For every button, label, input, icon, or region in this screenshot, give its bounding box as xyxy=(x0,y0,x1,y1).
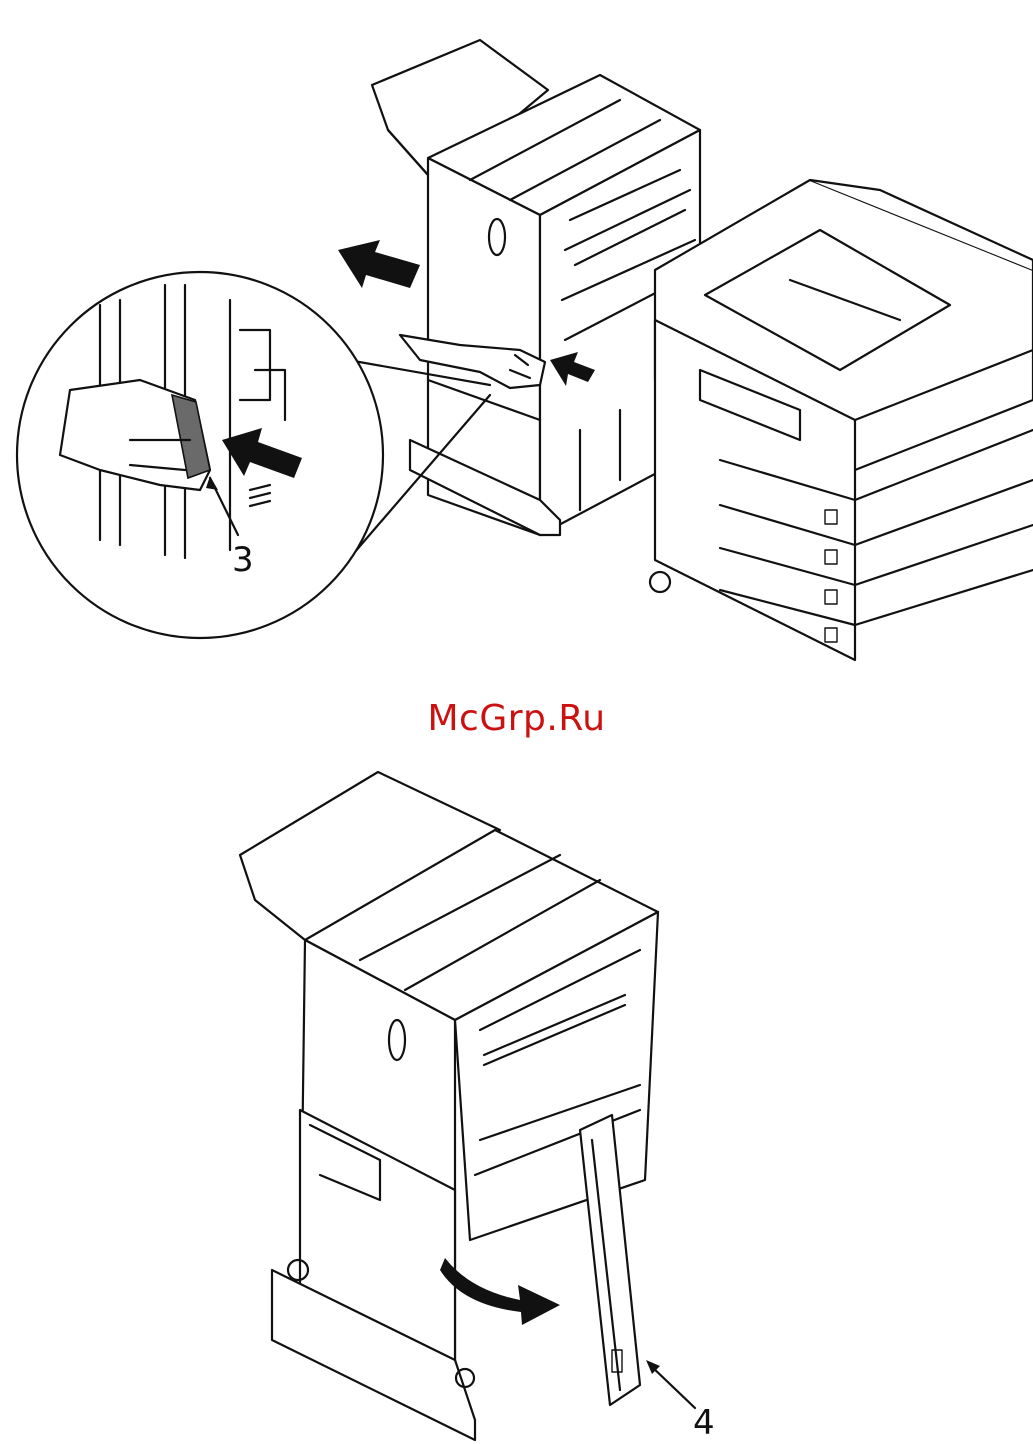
curved-arrow-icon xyxy=(440,1258,560,1325)
callout-label-4: 4 xyxy=(693,1403,715,1443)
